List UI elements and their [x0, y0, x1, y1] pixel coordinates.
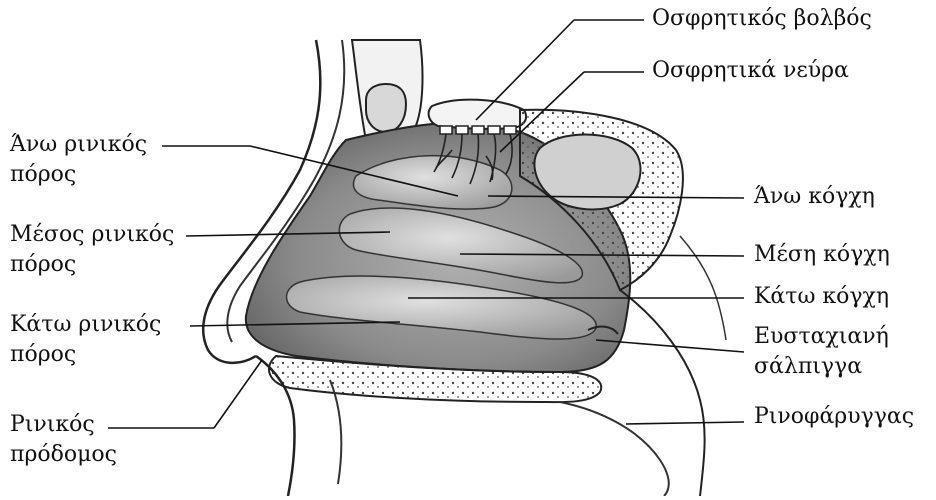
label-nasopharynx-text: Ρινοφάρυγγας	[754, 402, 914, 432]
label-inferior-meatus-line2: πόρος	[10, 340, 161, 370]
label-olfactory-nerves-text: Οσφρητικά νεύρα	[652, 56, 849, 86]
label-middle-concha-text: Μέση κόγχη	[754, 240, 890, 270]
label-middle-meatus: Μέσος ρινικός πόρος	[10, 220, 174, 280]
label-middle-meatus-line1: Μέσος ρινικός	[10, 220, 174, 250]
label-middle-concha: Μέση κόγχη	[754, 240, 890, 270]
pharynx-posterior	[680, 236, 726, 340]
label-olfactory-nerves: Οσφρητικά νεύρα	[652, 56, 849, 86]
leader-nasopharynx	[626, 422, 744, 424]
label-inferior-meatus: Κάτω ρινικός πόρος	[10, 310, 161, 370]
label-eustachian-tube: Ευσταχιανή σάλπιγγα	[754, 322, 889, 382]
label-superior-meatus-line2: πόρος	[10, 160, 147, 190]
olfactory-bulb-shape	[429, 100, 526, 129]
label-eustachian-line2: σάλπιγγα	[754, 352, 889, 382]
label-inferior-concha: Κάτω κόγχη	[754, 282, 889, 312]
label-nasal-vestibule: Ρινικός πρόδομος	[10, 410, 117, 470]
label-nasopharynx: Ρινοφάρυγγας	[754, 402, 914, 432]
label-vestibule-line1: Ρινικός	[10, 410, 117, 440]
label-superior-meatus-line1: Άνω ρινικός	[10, 130, 147, 160]
maxilla-front	[330, 380, 341, 484]
frontal-sinus	[366, 84, 406, 132]
label-olfactory-bulb: Οσφρητικός βολβός	[652, 4, 872, 34]
label-olfactory-bulb-text: Οσφρητικός βολβός	[652, 4, 872, 34]
label-superior-concha: Άνω κόγχη	[754, 182, 875, 212]
label-superior-meatus: Άνω ρινικός πόρος	[10, 130, 147, 190]
soft-palate	[560, 402, 669, 496]
label-eustachian-line1: Ευσταχιανή	[754, 322, 889, 352]
label-inferior-meatus-line1: Κάτω ρινικός	[10, 310, 161, 340]
cribriform-plate	[440, 126, 516, 134]
label-superior-concha-text: Άνω κόγχη	[754, 182, 875, 212]
label-vestibule-line2: πρόδομος	[10, 440, 117, 470]
label-middle-meatus-line2: πόρος	[10, 250, 174, 280]
label-inferior-concha-text: Κάτω κόγχη	[754, 282, 889, 312]
